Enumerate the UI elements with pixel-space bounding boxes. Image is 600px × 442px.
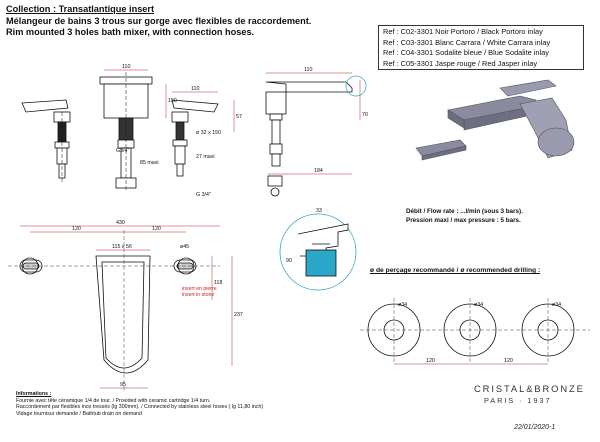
product-title-en: Rim mounted 3 holes bath mixer, with con… (6, 27, 255, 38)
product-render (415, 79, 575, 161)
dim-430: 430 (116, 220, 125, 226)
dim-g34-b: G 3/4" (196, 192, 211, 198)
drilling-pattern (360, 298, 590, 362)
dim-110-handle: 110 (191, 86, 199, 92)
informations: Informations : Fournie avec tête céramiq… (16, 391, 263, 417)
hole-diameter-3: ø34 (552, 302, 561, 308)
drill-spacing-2: 120 (504, 358, 513, 364)
dim-184: 184 (314, 168, 323, 174)
dim-115x56: 115 x 56 (112, 244, 132, 250)
max-pressure: Pression maxi / max pressure : 5 bars. (406, 217, 521, 224)
inset-note-en: insert in stone (182, 292, 215, 299)
hole-diameter-2: ø34 (474, 302, 483, 308)
dim-150: 150 (168, 98, 177, 104)
dim-85: 85 maxi (140, 160, 159, 166)
dim-g34-a: G3/4" (116, 148, 129, 154)
drill-spacing-1: 120 (426, 358, 435, 364)
plan-view (8, 230, 220, 390)
reference-item: Ref : C02-3301 Noir Portoro / Black Port… (383, 27, 543, 36)
document-date: 22/01/2020-1 (514, 424, 556, 431)
informations-line: Raccordement par flexibles inox tressés … (16, 404, 264, 411)
inset-note: insert en pierre insert in stone (182, 286, 217, 299)
informations-line: Vidage tournisur demande / Bathtub drain… (16, 410, 142, 417)
brand-logo: CRISTAL&BRONZE (474, 383, 585, 394)
reference-item: Ref : C04-3301 Sodalite bleue / Blue Sod… (383, 48, 549, 58)
dim-32: ø 32 x 150 (196, 130, 221, 136)
dim-118: 118 (214, 280, 222, 286)
brand-place: PARIS · 1937 (484, 396, 552, 405)
reference-item: Ref : C03-3301 Blanc Carrara / White Car… (383, 37, 551, 47)
flow-rate: Débit / Flow rate : ...l/min (sous 3 bar… (406, 208, 523, 215)
informations-line: Fournie avec tête céramique 1/4 de tour.… (16, 397, 211, 404)
dim-d45: ø45 (180, 244, 189, 250)
collection-title: Collection : Transatlantique insert (6, 4, 155, 14)
reference-item: Ref : C05-3301 Jaspe rouge / Red Jasper … (383, 58, 538, 68)
flow-info: Débit / Flow rate : ...l/min (sous 3 bar… (406, 207, 523, 225)
reference-list: Ref : C02-3301 Noir Portoro / Black Port… (378, 25, 584, 70)
dim-70: 70 (362, 112, 368, 118)
dim-33: 33 (316, 208, 322, 214)
product-title-fr: Mélangeur de bains 3 trous sur gorge ave… (6, 15, 312, 26)
detail-view (279, 213, 357, 291)
dim-27: 27 maxi (196, 154, 215, 160)
dim-237: 237 (234, 312, 243, 318)
dim-120-right: 120 (152, 226, 161, 232)
inset-note-fr: insert en pierre (182, 286, 217, 292)
dim-90: 90 (286, 258, 292, 264)
document-title: Collection : Transatlantique insert Méla… (6, 4, 311, 39)
dim-57: 57 (236, 114, 242, 120)
dim-110-side: 110 (304, 67, 312, 73)
side-elevation (265, 75, 367, 197)
dim-110-spout: 110 (122, 64, 130, 70)
spout-elevation (99, 72, 153, 190)
drilling-heading: ø de perçage recommandé / ø recommended … (370, 267, 541, 274)
dim-120-left: 120 (72, 226, 81, 232)
informations-heading: Informations : (16, 391, 52, 397)
left-handle-elevation (21, 99, 71, 182)
dim-95: 95 (120, 382, 126, 388)
hole-diameter-1: ø34 (398, 302, 407, 308)
right-handle-elevation (171, 99, 219, 177)
